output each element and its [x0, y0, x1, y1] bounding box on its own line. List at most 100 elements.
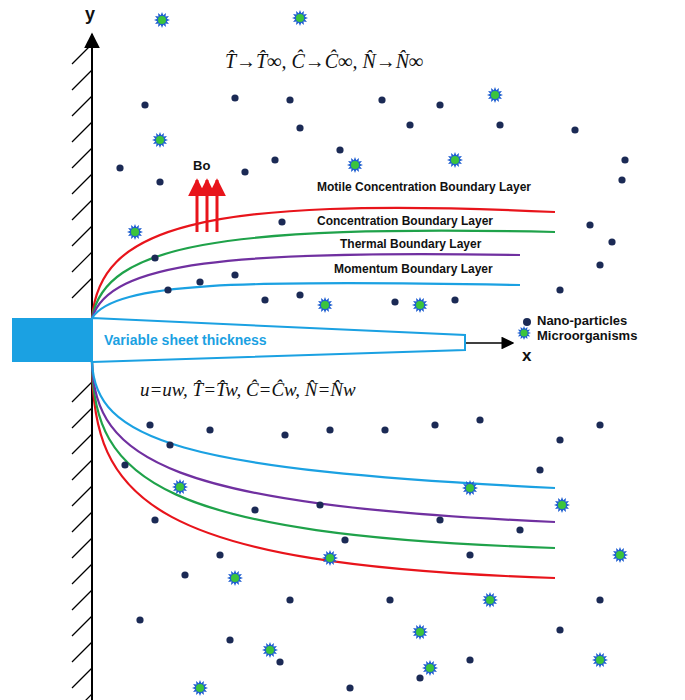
nanoparticle-dot: [571, 126, 578, 133]
wall-condition: u=uw, T̂=T̂w, Ĉ=Ĉw, N̂=N̂w: [140, 379, 356, 401]
nanoparticle-dot: [431, 421, 438, 428]
magnetic-field-arrows: [197, 180, 217, 232]
microorganism-icon: [517, 326, 531, 340]
legend-text: Microorganisms: [537, 328, 637, 343]
thermal-layer-curve: [92, 362, 555, 522]
nanoparticle-dot: [151, 516, 158, 523]
nanoparticle-dot: [206, 426, 213, 433]
motile-layer-curve: [92, 362, 555, 578]
nanoparticle-dot: [436, 516, 443, 523]
nanoparticle-dot: [121, 461, 128, 468]
nanoparticle-dot: [271, 156, 278, 163]
nanoparticle-dot: [608, 238, 615, 245]
nanoparticle-dot: [278, 218, 285, 225]
microorganism-icon: [152, 132, 168, 148]
nanoparticle-dot: [196, 278, 203, 285]
concentration-layer-curve: [92, 231, 555, 318]
nanoparticle-dot: [346, 684, 353, 691]
microorganism-icon: [322, 550, 338, 566]
nanoparticle-dot: [141, 101, 148, 108]
nanoparticle-dot: [476, 416, 483, 423]
x-axis: [466, 342, 513, 344]
nanoparticle-dot: [386, 596, 393, 603]
nanoparticle-dot: [536, 466, 543, 473]
legend-entry: Nano-particles: [537, 314, 627, 329]
layer-label: Motile Concentration Boundary Layer: [315, 181, 533, 195]
nanoparticle-dot: [241, 168, 248, 175]
microorganism-icon: [412, 624, 428, 640]
legend-text: Nano-particles: [537, 313, 627, 328]
nanoparticle-dot: [181, 571, 188, 578]
microorganism-icon: [612, 547, 628, 563]
axis-label: x: [522, 346, 531, 366]
microorganism-icon: [292, 10, 308, 26]
tapered-sheet: Variable sheet thickness: [92, 316, 468, 364]
nanoparticle-dot: [336, 146, 343, 153]
nanoparticle-dot: [276, 658, 283, 665]
microorganism-icon: [262, 642, 278, 658]
far-field-condition: T̂→T̂∞, Ĉ→Ĉ∞, N̂→N̂∞: [225, 50, 423, 73]
nanoparticle-dot: [146, 421, 153, 428]
sheet-slot: [12, 318, 92, 362]
axis-label: y: [85, 4, 95, 25]
boundary-layers-top: [92, 208, 555, 318]
microorganism-icon: [487, 87, 503, 103]
nanoparticle-dot: [451, 296, 458, 303]
nanoparticle-dot: [391, 298, 398, 305]
microorganism-icon: [482, 592, 498, 608]
nanoparticle-dot: [286, 596, 293, 603]
momentum-layer-curve: [92, 283, 520, 318]
nanoparticle-dot: [618, 176, 625, 183]
nanoparticle-dot: [296, 291, 303, 298]
nanoparticle-dot: [586, 221, 593, 228]
nanoparticle-dot: [164, 286, 171, 293]
layer-label: Concentration Boundary Layer: [315, 215, 495, 229]
layer-label: Momentum Boundary Layer: [332, 263, 495, 277]
microorganism-icon: [317, 297, 333, 313]
nanoparticle-dot: [216, 551, 223, 558]
nanoparticle-dot: [556, 626, 563, 633]
nanoparticle-dot: [416, 674, 423, 681]
layer-label: Thermal Boundary Layer: [338, 238, 483, 252]
nanoparticle-dot: [156, 178, 163, 185]
microorganism-icon: [172, 479, 188, 495]
nanoparticle-dot: [596, 596, 603, 603]
field-label: Bo: [191, 159, 212, 174]
nanoparticle-dot: [466, 656, 473, 663]
nanoparticle-dot: [231, 94, 238, 101]
nanoparticle-dot: [556, 286, 563, 293]
microorganism-icon: [412, 297, 428, 313]
nanoparticle-dot: [116, 164, 123, 171]
nanoparticle-dot: [136, 616, 143, 623]
nanoparticle-dot: [231, 271, 238, 278]
nanoparticle-dot: [596, 261, 603, 268]
thermal-layer-curve: [92, 254, 520, 318]
nanoparticle-dot: [166, 441, 173, 448]
momentum-layer-curve: [92, 362, 555, 488]
microorganism-icon: [422, 660, 438, 676]
boundary-layers-bottom: [92, 362, 555, 578]
nanoparticle-dot: [621, 156, 628, 163]
nanoparticle-dot: [406, 121, 413, 128]
nanoparticle-dot: [296, 124, 303, 131]
nanoparticle-sample: [523, 318, 531, 326]
nanoparticle-dot: [378, 96, 385, 103]
nanoparticle-dot: [151, 254, 158, 261]
nanoparticle-dot: [466, 551, 473, 558]
nanoparticle-dot: [316, 501, 323, 508]
nanoparticle-dot: [326, 426, 333, 433]
legend-entry: Microorganisms: [537, 329, 637, 344]
nanoparticle-dot: [226, 636, 233, 643]
microorganism-icon: [554, 497, 570, 513]
legend-samples: [517, 318, 531, 340]
nanoparticle-dot: [261, 296, 268, 303]
microorganism-icon: [347, 157, 363, 173]
concentration-layer-curve: [92, 362, 555, 548]
nanoparticle-dot: [496, 121, 503, 128]
microorganism-icon: [227, 570, 243, 586]
microorganism-icon: [192, 680, 208, 696]
wall-hatching: [72, 44, 92, 700]
nanoparticle-dot: [286, 96, 293, 103]
nanoparticle-dot: [381, 426, 388, 433]
